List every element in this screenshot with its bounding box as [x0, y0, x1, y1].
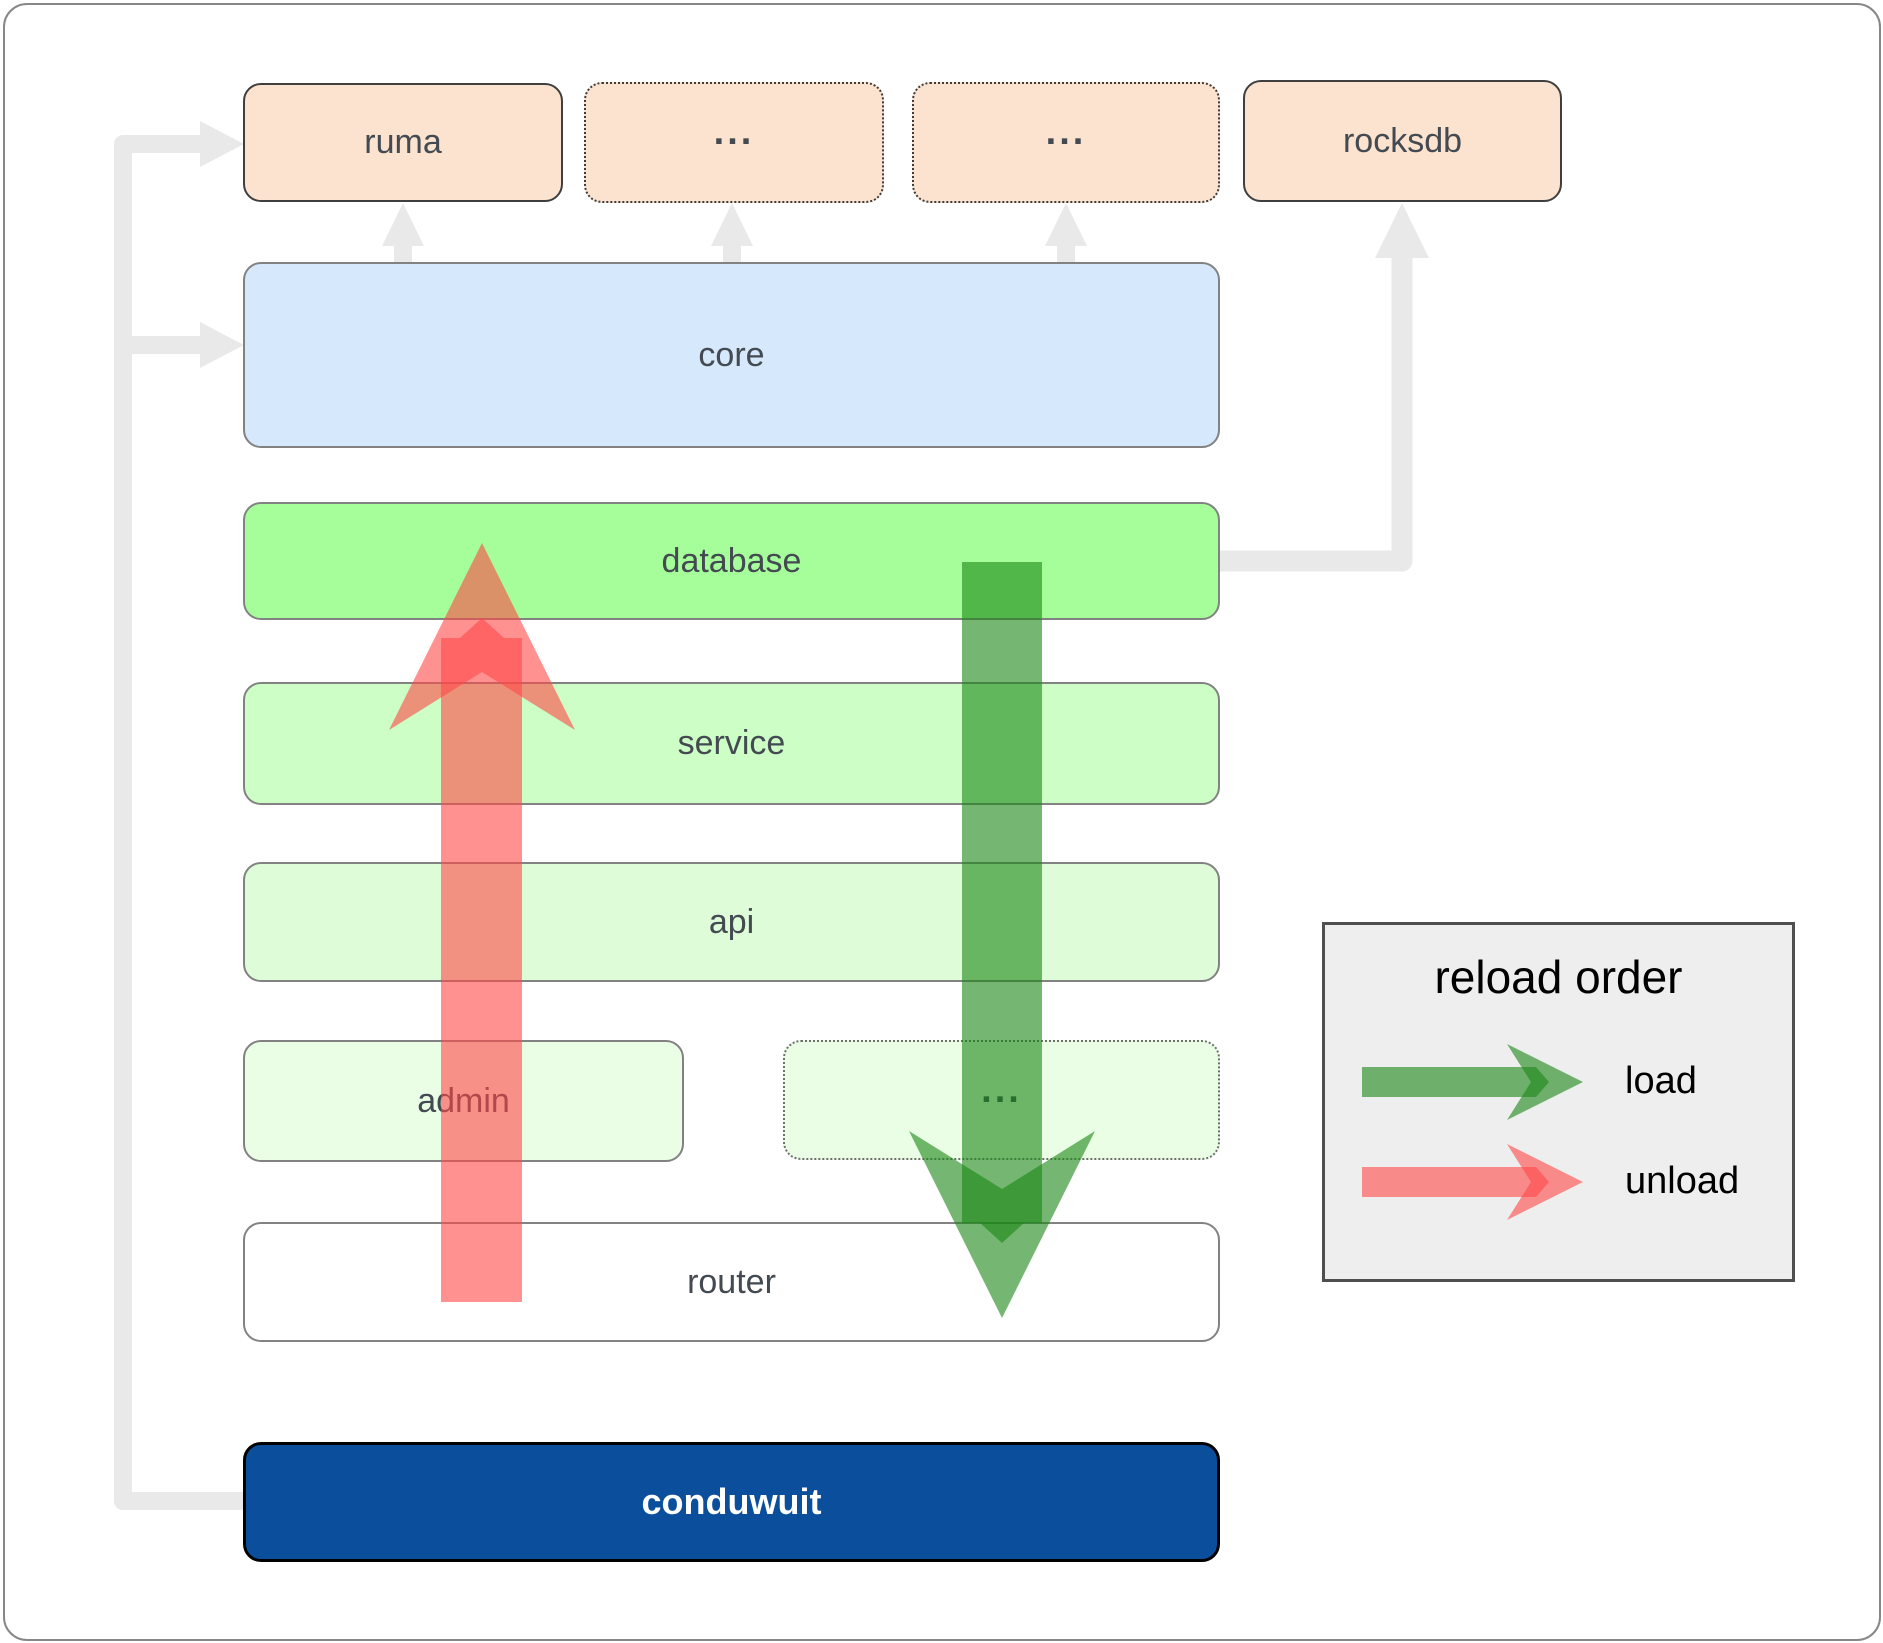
legend-unload-arrow-icon [1362, 1144, 1583, 1220]
unload-arrow-shaft [441, 618, 522, 1302]
connector-main-elbow [114, 135, 245, 1510]
legend-load-arrow-icon [1362, 1044, 1583, 1120]
node-label: router [687, 1262, 776, 1301]
arrowhead-core-ruma [382, 203, 424, 246]
node-label: ruma [364, 123, 442, 161]
arrowhead-core-dots2 [1045, 203, 1087, 246]
legend-unload-shaft [1362, 1167, 1549, 1197]
node-conduwuit: conduwuit [243, 1442, 1220, 1562]
arrowhead-into-core [200, 322, 244, 368]
node-label: service [677, 724, 786, 762]
node-label: database [661, 541, 802, 580]
unload-arrow-up-icon [389, 543, 575, 1302]
node-database: database [243, 502, 1220, 620]
node-label: rocksdb [1342, 121, 1463, 160]
node-ruma: ruma [243, 83, 563, 202]
node-label: ... [1045, 111, 1087, 153]
node-label: conduwuit [641, 1481, 822, 1522]
connector-core-dots2-shaft [1057, 243, 1075, 263]
node-dots-top-2: ... [912, 82, 1220, 203]
legend-unload-label: unload [1625, 1160, 1740, 1202]
legend-unload-head [1507, 1144, 1583, 1220]
legend-title: reload order [1434, 951, 1683, 1003]
node-core: core [243, 262, 1220, 448]
connector-core-dots1-shaft [723, 243, 741, 263]
load-arrow-head [909, 1131, 1095, 1318]
connector-core-ruma-shaft [394, 243, 412, 263]
legend-load-label: load [1625, 1060, 1697, 1102]
node-rocksdb: rocksdb [1243, 80, 1562, 202]
node-dots-top-1: ... [584, 82, 884, 203]
node-label: ... [713, 111, 755, 153]
node-label: core [698, 335, 765, 374]
legend-box [1322, 922, 1795, 1282]
connector-rocksdb-elbow [1220, 256, 1413, 572]
unload-arrow-head [389, 543, 575, 730]
arrowhead-core-dots1 [711, 203, 753, 246]
arrowhead-into-ruma [200, 121, 244, 167]
node-api: api [243, 862, 1220, 982]
node-label: api [708, 902, 755, 941]
node-router: router [243, 1222, 1220, 1342]
arrowhead-into-rocksdb [1375, 203, 1429, 258]
legend-load-head [1507, 1044, 1583, 1120]
legend-load-shaft [1362, 1067, 1549, 1097]
load-arrow-shaft [962, 562, 1042, 1243]
connector-database-to-rocksdb [1220, 203, 1429, 572]
page-frame [3, 3, 1881, 1641]
connector-conduwuit-to-ruma-and-core [114, 135, 245, 1510]
connectors-core-to-top-row [382, 203, 1087, 263]
load-arrow-down-icon [909, 562, 1095, 1318]
